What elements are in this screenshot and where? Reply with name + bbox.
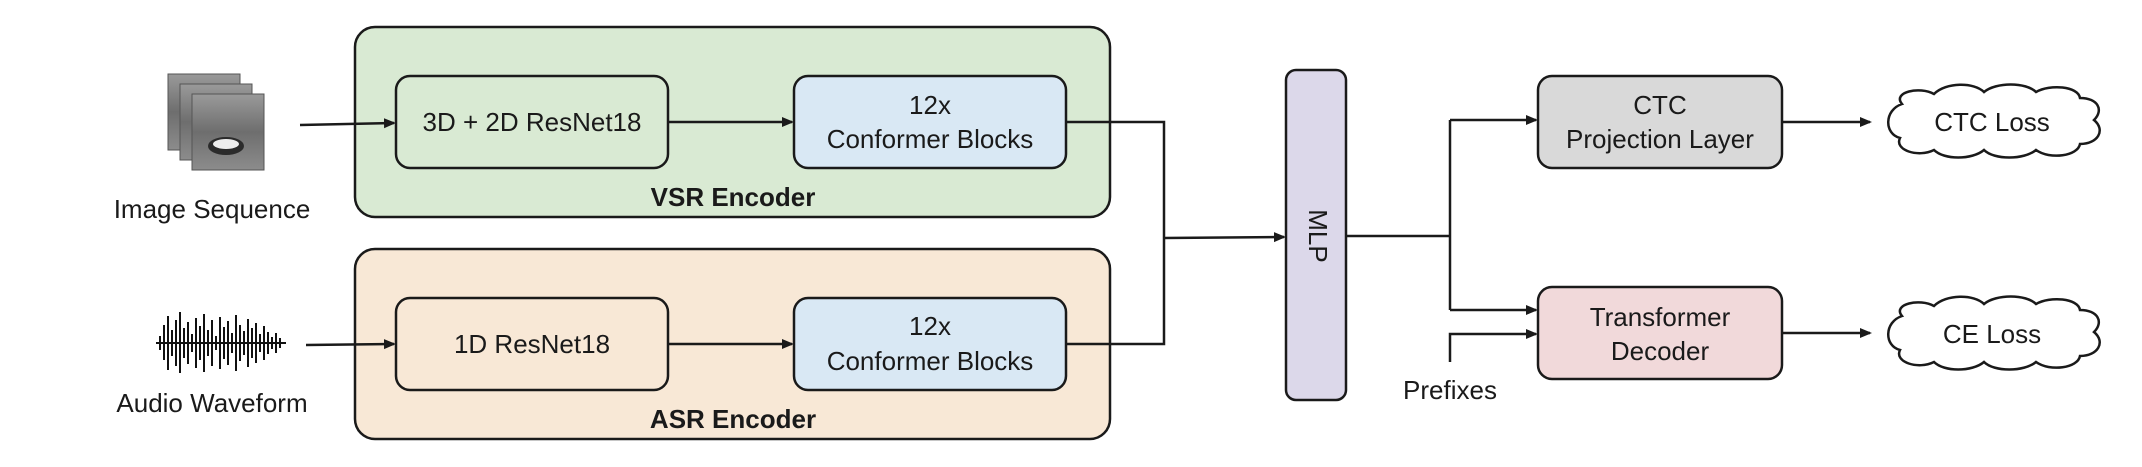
image-sequence-icon [167,73,265,171]
connector-asr-to-merge [1066,238,1166,346]
ce-loss-label: CE Loss [1943,319,2041,349]
mlp-label: MLP [1303,209,1333,262]
ctc-line2: Projection Layer [1566,124,1754,154]
prefixes-label: Prefixes [1403,375,1497,405]
image-sequence-label: Image Sequence [114,194,311,224]
vsr-frontend-label: 3D + 2D ResNet18 [423,107,642,137]
connector-prefixes [1448,329,1538,362]
vsr-encoder-title: VSR Encoder [651,182,816,212]
ctc-loss-cloud [1887,83,2101,159]
asr-conformer-line2: Conformer Blocks [827,346,1034,376]
ce-loss-cloud [1887,295,2101,371]
ctc-loss-label: CTC Loss [1934,107,2050,137]
asr-encoder-title: ASR Encoder [650,404,816,434]
arrow-merge-to-mlp [1163,232,1286,243]
decoder-line2: Decoder [1611,336,1710,366]
ctc-line1: CTC [1633,90,1686,120]
vsr-conformer-line1: 12x [909,90,951,120]
arrow-audio-to-frontend [305,339,396,350]
audio-waveform-label: Audio Waveform [116,388,307,418]
arrow-image-to-frontend [299,118,396,129]
audio-waveform-icon [156,312,286,373]
decoder-line1: Transformer [1590,302,1731,332]
connector-vsr-to-merge [1066,120,1166,238]
asr-frontend-label: 1D ResNet18 [454,329,610,359]
asr-conformer-line1: 12x [909,311,951,341]
vsr-conformer-line2: Conformer Blocks [827,124,1034,154]
